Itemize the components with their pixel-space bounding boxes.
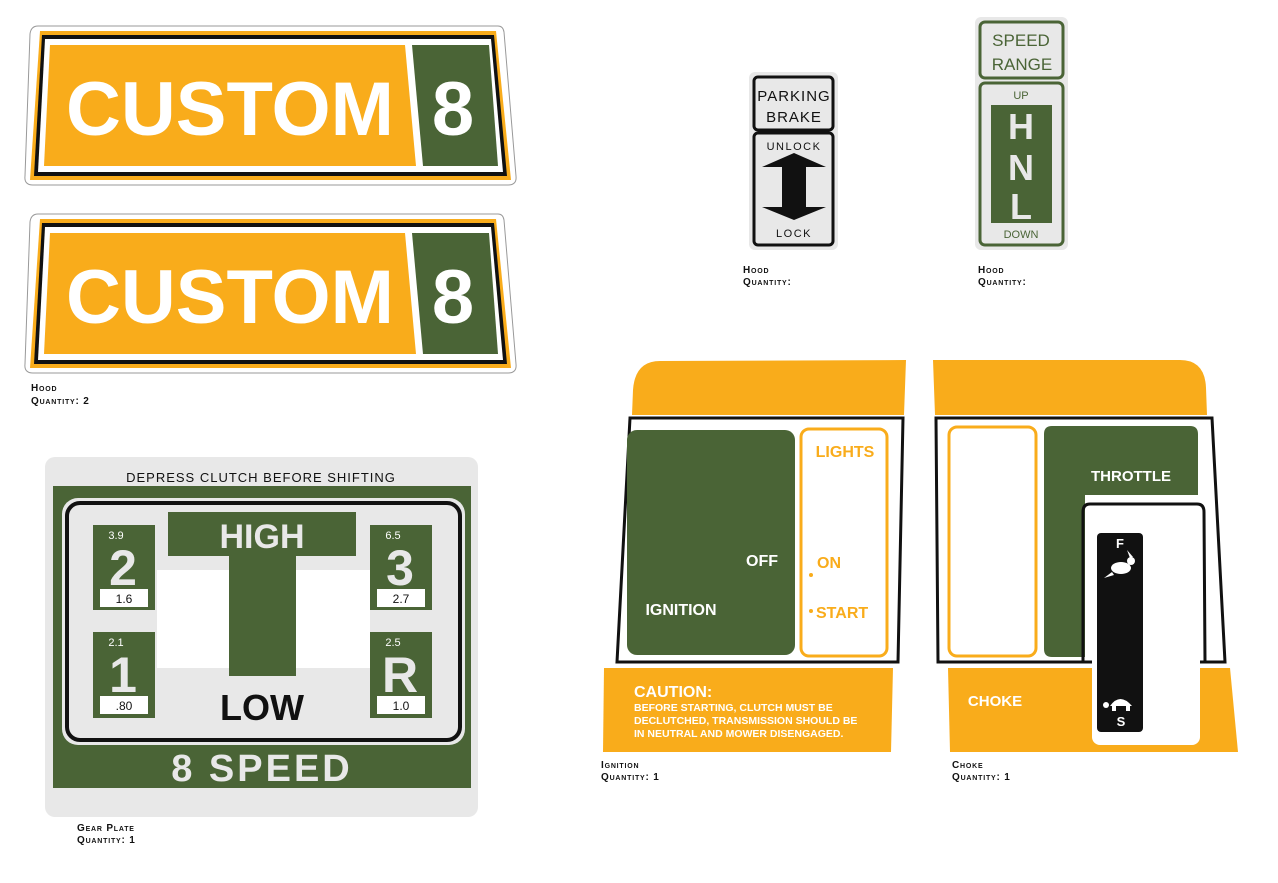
gear-high-ratio: 2.1 <box>108 637 123 649</box>
parking-brake-label-name: Hood <box>743 265 769 276</box>
up-label: UP <box>1013 90 1028 102</box>
off-label: OFF <box>746 553 778 570</box>
gear-number: 2 <box>109 540 137 596</box>
speed-range-decal: SPEED RANGE UP H N L DOWN <box>975 17 1068 250</box>
hood-decal-custom-8-2: CUSTOM 8 <box>24 213 517 374</box>
low-label: LOW <box>220 687 304 728</box>
gear-box-1: 2.1 1 .80 <box>93 632 155 718</box>
parking-brake-label-quantity: Quantity: <box>743 277 792 288</box>
gear-low-ratio: 2.7 <box>393 592 410 606</box>
gear-high-ratio: 3.9 <box>108 530 123 542</box>
choke-decal: THROTTLE CHOKE F S <box>933 360 1238 752</box>
gear-number: 3 <box>386 540 414 596</box>
gear-box-r: 2.5 R 1.0 <box>370 632 432 718</box>
hood-decal-number: 8 <box>432 67 474 152</box>
speed-range-label-quantity: Quantity: <box>978 277 1027 288</box>
gear-low-ratio: 1.6 <box>116 592 133 606</box>
gear-plate-footer: 8 SPEED <box>171 748 353 790</box>
gear-number: R <box>382 647 418 703</box>
ignition-label-quantity: Quantity: 1 <box>601 772 660 783</box>
hood-label-name: Hood <box>31 383 57 394</box>
ignition-label-name: Ignition <box>601 760 639 771</box>
hood-decal-number: 8 <box>432 255 474 340</box>
caution-text: BEFORE STARTING, CLUTCH MUST BE <box>634 702 833 714</box>
high-label: HIGH <box>220 518 305 556</box>
gear-box-3: 6.5 3 2.7 <box>370 525 432 610</box>
lights-label: LIGHTS <box>816 444 875 461</box>
gear-high-ratio: 2.5 <box>385 637 400 649</box>
speed-range-title: SPEED <box>992 31 1050 50</box>
hood-decal-text: CUSTOM <box>66 67 394 152</box>
ignition-label: IGNITION <box>645 602 716 619</box>
turtle-icon <box>1103 699 1132 711</box>
start-label: START <box>816 605 868 622</box>
gear-high-ratio: 6.5 <box>385 530 400 542</box>
gear-plate-header: DEPRESS CLUTCH BEFORE SHIFTING <box>126 470 396 485</box>
parking-brake-title: PARKING <box>757 88 830 105</box>
caution-title: CAUTION: <box>634 684 712 701</box>
gear-box-2: 3.9 2 1.6 <box>93 525 155 610</box>
parking-brake-decal: PARKING BRAKE UNLOCK LOCK <box>749 72 838 250</box>
ignition-decal: OFF IGNITION LIGHTS ON START CAUTION: BE… <box>603 360 906 752</box>
gear-plate-label-name: Gear Plate <box>77 823 135 834</box>
caution-text: IN NEUTRAL AND MOWER DISENGAGED. <box>634 728 844 740</box>
hood-decal-custom-8-1: CUSTOM 8 <box>24 25 517 186</box>
choke-label-name: Choke <box>952 760 983 771</box>
caution-text: DECLUTCHED, TRANSMISSION SHOULD BE <box>634 715 857 727</box>
double-arrow-icon <box>762 153 826 220</box>
choke-label: CHOKE <box>968 693 1022 710</box>
parking-brake-title: BRAKE <box>766 109 822 126</box>
rabbit-icon <box>1104 550 1135 578</box>
speed-range-title: RANGE <box>992 55 1052 74</box>
throttle-label: THROTTLE <box>1091 468 1171 485</box>
gear-plate-decal: DEPRESS CLUTCH BEFORE SHIFTING HIGH LOW … <box>45 457 478 817</box>
gear-low-ratio: 1.0 <box>393 699 410 713</box>
throttle-slider-track <box>1097 533 1143 732</box>
hood-decal-text: CUSTOM <box>66 255 394 340</box>
gear-low-ratio: .80 <box>116 699 133 713</box>
lock-label: LOCK <box>776 228 812 240</box>
down-label: DOWN <box>1004 229 1039 241</box>
gear-number: 1 <box>109 647 137 703</box>
slow-label: S <box>1117 714 1126 729</box>
hood-label-quantity: Quantity: 2 <box>31 396 90 407</box>
position-l: L <box>1010 186 1032 227</box>
on-label: ON <box>817 555 841 572</box>
position-n: N <box>1008 147 1034 188</box>
gear-plate-label-quantity: Quantity: 1 <box>77 835 136 846</box>
fast-label: F <box>1116 536 1124 551</box>
unlock-label: UNLOCK <box>767 141 822 153</box>
choke-label-quantity: Quantity: 1 <box>952 772 1011 783</box>
speed-range-label-name: Hood <box>978 265 1004 276</box>
position-h: H <box>1008 106 1034 147</box>
